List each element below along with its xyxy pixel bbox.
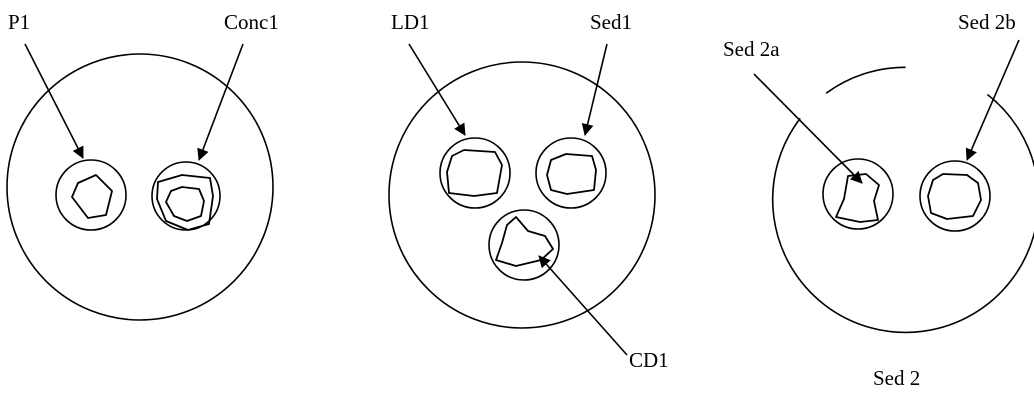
cd1-label: CD1 bbox=[629, 348, 669, 372]
cd1-holder bbox=[488, 209, 560, 281]
sed2a-fragment bbox=[835, 173, 880, 223]
sed2b-label: Sed 2b bbox=[958, 10, 1016, 34]
sed2a-arrow bbox=[753, 73, 863, 184]
sed2b-fragment bbox=[927, 173, 982, 220]
ld1-holder bbox=[439, 137, 511, 209]
sed1-label: Sed1 bbox=[590, 10, 632, 34]
cd1-fragment bbox=[495, 216, 554, 267]
sed1-arrow bbox=[581, 43, 608, 136]
ld1-arrow bbox=[408, 43, 466, 136]
sed2a-holder bbox=[822, 158, 894, 230]
p1-label: P1 bbox=[8, 10, 30, 34]
conc1-fragment-outer bbox=[156, 174, 214, 231]
mount-1-outline bbox=[6, 53, 274, 321]
conc1-fragment-inner bbox=[165, 186, 205, 222]
mount-1 bbox=[6, 53, 274, 321]
mount-3-outline-arc-right bbox=[771, 93, 1034, 334]
cd1-arrow bbox=[538, 255, 628, 356]
p1-fragment bbox=[71, 174, 113, 219]
p1-arrow bbox=[24, 43, 84, 159]
sed2b-holder bbox=[919, 160, 991, 232]
ld1-label: LD1 bbox=[391, 10, 430, 34]
conc1-label: Conc1 bbox=[224, 10, 279, 34]
conc1-arrow bbox=[197, 43, 244, 161]
sed1-fragment bbox=[546, 153, 597, 195]
sed2a-label: Sed 2a bbox=[723, 37, 780, 61]
sed1-holder bbox=[535, 137, 607, 209]
mount-3-outline-arc-left bbox=[825, 66, 906, 94]
mount-3 bbox=[771, 66, 1034, 334]
p1-holder bbox=[55, 159, 127, 231]
mount-2-outline bbox=[388, 61, 656, 329]
sed2-label: Sed 2 bbox=[873, 366, 920, 390]
mount-2 bbox=[388, 61, 656, 329]
sed2b-arrow bbox=[965, 39, 1020, 161]
ld1-fragment bbox=[446, 149, 503, 197]
